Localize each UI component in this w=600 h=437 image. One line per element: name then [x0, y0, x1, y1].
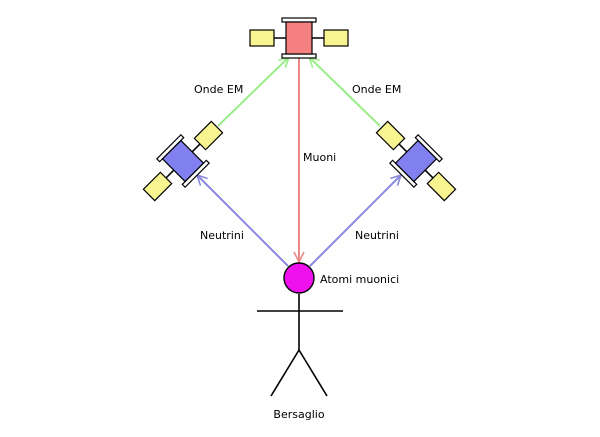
label-neutrini-left: Neutrini [200, 229, 244, 242]
label-onde-em-right: Onde EM [352, 83, 401, 96]
satellite-icon [142, 120, 224, 202]
label-muoni: Muoni [303, 151, 336, 164]
satellite-icon [249, 17, 349, 59]
em-arrow-right [309, 57, 381, 127]
label-atomi-muonici: Atomi muonici [320, 273, 399, 286]
stick-figure-icon [257, 294, 343, 397]
em-arrow-left [217, 57, 289, 127]
circle-atom-icon [283, 262, 315, 294]
neutrino-arrow-right [309, 175, 401, 267]
label-onde-em-left: Onde EM [194, 83, 243, 96]
label-bersaglio: Bersaglio [273, 408, 324, 421]
neutrino-arrow-left [197, 175, 289, 267]
satellite-icon [375, 120, 457, 202]
label-neutrini-right: Neutrini [355, 229, 399, 242]
